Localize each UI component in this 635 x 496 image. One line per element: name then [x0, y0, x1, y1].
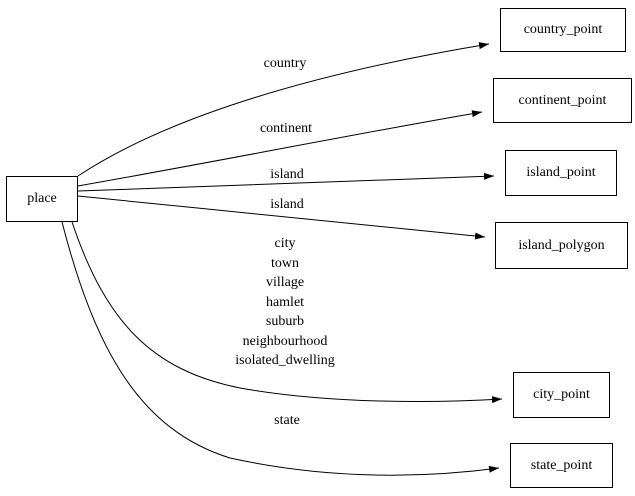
edge-place-state_point	[61, 221, 500, 476]
edge-label-line: city	[274, 236, 296, 251]
node-island-point: island_point	[505, 150, 617, 196]
node-continent-point: continent_point	[493, 78, 632, 123]
edge-label-island-point: island	[270, 167, 304, 182]
edge-place-city_point	[71, 221, 503, 404]
edge-place-country_point	[77, 42, 490, 177]
node-island-polygon: island_polygon	[495, 222, 628, 269]
node-country-point: country_point	[500, 8, 626, 52]
edge-place-island_point	[77, 172, 495, 192]
edge-label-continent: continent	[259, 121, 313, 136]
edge-label-line: town	[270, 255, 299, 271]
edge-place-island_polygon	[77, 195, 486, 240]
edge-label-state: state	[274, 413, 300, 428]
node-state-point: state_point	[510, 443, 613, 488]
edge-label-line: hamlet	[265, 294, 305, 310]
node-city-point: city_point	[513, 372, 610, 418]
edge-label-line: village	[265, 275, 305, 290]
edge-label-country: country	[263, 56, 307, 71]
edge-place-continent_point	[77, 110, 483, 187]
edge-label-line: suburb	[265, 314, 305, 329]
node-place: place	[6, 176, 78, 222]
edge-label-city-point: city town village hamlet suburb neighbou…	[235, 234, 335, 371]
edge-label-line: neighbourhood	[242, 333, 328, 349]
edge-label-island-polygon: island	[270, 197, 304, 212]
edge-label-line: isolated_dwelling	[235, 353, 335, 368]
